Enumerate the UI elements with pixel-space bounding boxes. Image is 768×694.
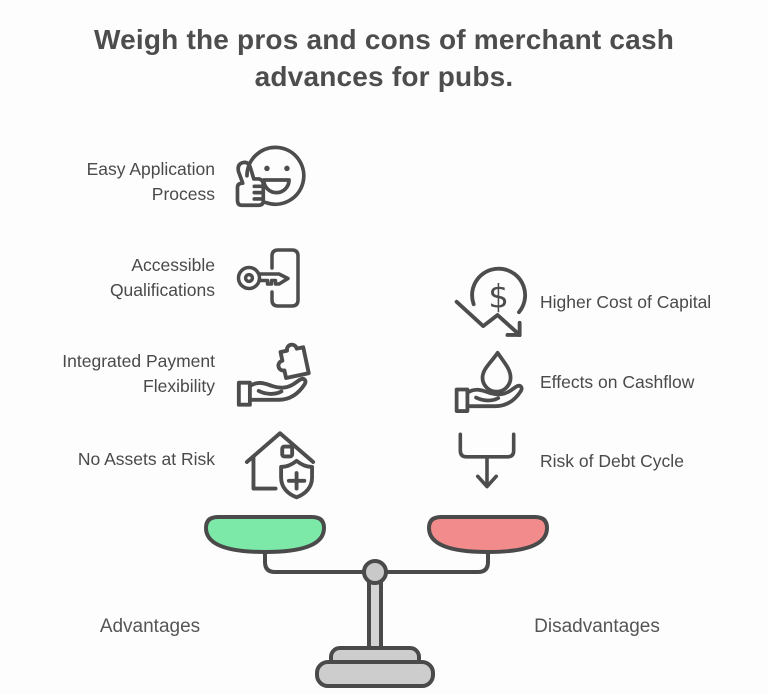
disadvantage-label-effects-cashflow: Effects on Cashflow bbox=[540, 372, 695, 392]
advantage-label-easy-application: Easy Application Process bbox=[86, 159, 215, 204]
smiley-thumbs-up-icon bbox=[228, 140, 308, 220]
advantage-label-no-assets-risk: No Assets at Risk bbox=[77, 449, 215, 469]
advantage-label-integrated-payment: Integrated Payment Flexibility bbox=[62, 351, 215, 396]
scale-beam-left bbox=[263, 550, 368, 574]
disadvantages-label: Disadvantages bbox=[534, 616, 660, 637]
scale-pole bbox=[367, 576, 383, 656]
disadvantage-label-debt-cycle: Risk of Debt Cycle bbox=[540, 451, 684, 471]
advantages-pan bbox=[204, 515, 326, 554]
advantage-label-accessible-qualifications: Accessible Qualifications bbox=[109, 255, 215, 300]
scale-base-lower bbox=[315, 660, 435, 688]
disadvantages-pan bbox=[427, 515, 549, 554]
scale-beam-right bbox=[382, 550, 490, 574]
hand-puzzle-icon bbox=[230, 334, 314, 418]
house-shield-plus-icon bbox=[238, 420, 322, 504]
dollar-glyph: $ bbox=[488, 277, 508, 315]
scale-pivot bbox=[362, 559, 388, 585]
hand-droplet-icon bbox=[448, 342, 530, 424]
balance-scale bbox=[204, 515, 549, 688]
page-title: Weigh the pros and cons of merchant cash… bbox=[93, 24, 675, 92]
dollar-decline-icon: $ bbox=[450, 262, 534, 346]
key-door-icon bbox=[232, 240, 308, 316]
advantages-label: Advantages bbox=[99, 616, 201, 637]
disadvantage-label-higher-cost: Higher Cost of Capital bbox=[540, 292, 712, 312]
funnel-arrow-down-icon bbox=[448, 424, 526, 502]
